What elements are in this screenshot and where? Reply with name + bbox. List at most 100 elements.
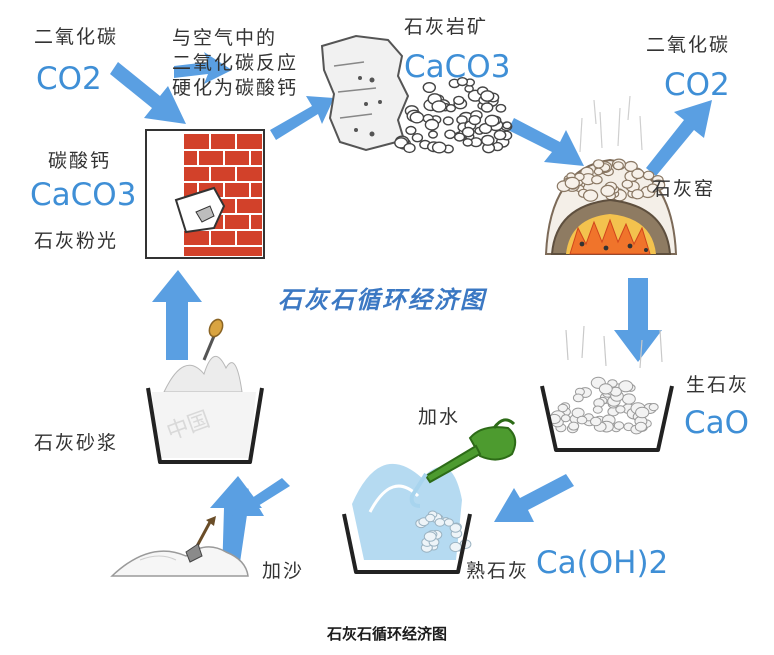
stone-mark <box>582 189 599 202</box>
stone-mark <box>593 167 604 176</box>
stone-mark <box>478 122 493 134</box>
stone-mark <box>598 383 613 395</box>
stone-mark <box>428 130 439 139</box>
watering-can-icon <box>409 418 517 508</box>
stone-mark <box>622 393 636 405</box>
mortar-label: 石灰砂浆 <box>34 432 119 454</box>
diagram-center-title: 石灰石循环经济图 <box>278 286 486 314</box>
stone-mark <box>572 393 584 403</box>
stone-mark <box>423 531 437 542</box>
stone-mark <box>484 114 500 127</box>
stone-mark <box>480 102 494 113</box>
stone-mark <box>425 513 436 523</box>
stone-mark <box>590 416 602 427</box>
stone-mark <box>449 541 462 553</box>
trowel-icon <box>202 318 224 361</box>
arrow-kiln-to-co2-icon <box>646 100 712 176</box>
stone-mark <box>631 188 644 200</box>
slaked-lime-formula: Ca(OH)2 <box>536 545 669 581</box>
mortar-basin-icon: 中国 <box>146 318 264 464</box>
arrow-ore-to-kiln-icon <box>508 118 584 166</box>
arrow-note-icon <box>174 52 232 84</box>
stone-mark <box>434 518 446 527</box>
stone-mark <box>557 403 568 413</box>
stone-mark <box>618 380 634 393</box>
stone-mark <box>576 415 588 425</box>
quicklime-basin-icon <box>540 325 674 452</box>
ore-formula: CaCO3 <box>404 49 511 85</box>
ore-label: 石灰岩矿 <box>404 16 489 38</box>
stone-mark <box>502 121 512 130</box>
stone-mark <box>403 142 416 154</box>
stone-mark <box>405 125 417 135</box>
stone-mark <box>422 81 436 93</box>
stone-mark <box>424 118 440 131</box>
wall-carbonate-label: 碳酸钙 <box>48 150 112 172</box>
stone-mark <box>454 132 466 142</box>
stone-mark <box>453 95 465 106</box>
co2-out-label: 二氧化碳 <box>646 34 731 56</box>
stone-mark <box>409 111 425 124</box>
stone-mark <box>468 114 482 126</box>
arrow-cao-to-slaked-icon <box>494 474 574 522</box>
arrow-sand-to-mortar-2-icon <box>232 478 290 516</box>
stone-mark <box>431 141 447 154</box>
lime-kiln-icon <box>544 95 678 255</box>
stone-mark <box>462 138 473 147</box>
stone-mark <box>568 421 580 431</box>
plaster-label: 石灰粉光 <box>34 230 119 252</box>
stone-mark <box>495 103 507 113</box>
stone-mark <box>592 159 605 169</box>
stone-mark <box>431 100 447 113</box>
stone-mark <box>445 103 457 113</box>
quicklime-label: 生石灰 <box>686 374 750 396</box>
stone-mark <box>443 518 454 527</box>
stone-mark <box>591 174 603 185</box>
add-water-label: 加水 <box>418 406 461 428</box>
kiln-label: 石灰窑 <box>652 178 716 200</box>
stone-mark <box>456 76 469 87</box>
arrow-wall-to-ore-icon <box>270 96 334 140</box>
arrow-mortar-to-plaster-icon <box>152 270 202 360</box>
stone-mark <box>612 161 624 171</box>
figure-caption: 石灰石循环经济图 <box>326 625 447 643</box>
slaked-lime-label: 熟石灰 <box>466 560 530 582</box>
wall-carbonate-formula: CaCO3 <box>30 177 137 213</box>
stone-mark <box>444 129 456 140</box>
stone-mark <box>615 405 626 414</box>
shovel-icon <box>185 516 216 563</box>
stone-mark <box>442 116 454 126</box>
stone-mark <box>621 179 634 189</box>
stone-mark <box>648 403 659 412</box>
stone-mark <box>564 176 580 190</box>
quicklime-formula: CaO <box>684 405 750 441</box>
stone-mark <box>449 523 462 533</box>
hardening-note: 与空气中的 二氧化碳反应 硬化为碳酸钙 <box>172 27 299 100</box>
stone-mark <box>592 405 603 414</box>
arrow-co2-in-icon <box>110 62 186 124</box>
sand-pile-icon <box>110 516 249 577</box>
add-sand-label: 加沙 <box>262 560 305 582</box>
stone-mark <box>600 184 616 197</box>
stone-mark <box>631 168 645 180</box>
stone-mark <box>480 134 495 146</box>
arrow-kiln-to-cao-icon <box>614 278 662 362</box>
stone-mark <box>560 414 571 423</box>
co2-in-formula: CO2 <box>36 61 102 97</box>
stone-mark <box>634 421 648 432</box>
flow-arrows <box>110 52 712 576</box>
stone-mark <box>646 183 659 193</box>
stone-mark <box>411 132 424 143</box>
stone-mark <box>461 126 475 138</box>
stone-mark <box>613 421 625 430</box>
stone-mark <box>480 90 495 102</box>
rock-pile-icon <box>320 34 513 154</box>
co2-in-label: 二氧化碳 <box>34 26 119 48</box>
stone-mark <box>493 129 507 141</box>
co2-out-formula: CO2 <box>664 67 730 103</box>
stone-mark <box>635 406 650 419</box>
brick-wall-icon <box>145 129 265 259</box>
slaked-lime-basin-icon <box>342 418 517 574</box>
